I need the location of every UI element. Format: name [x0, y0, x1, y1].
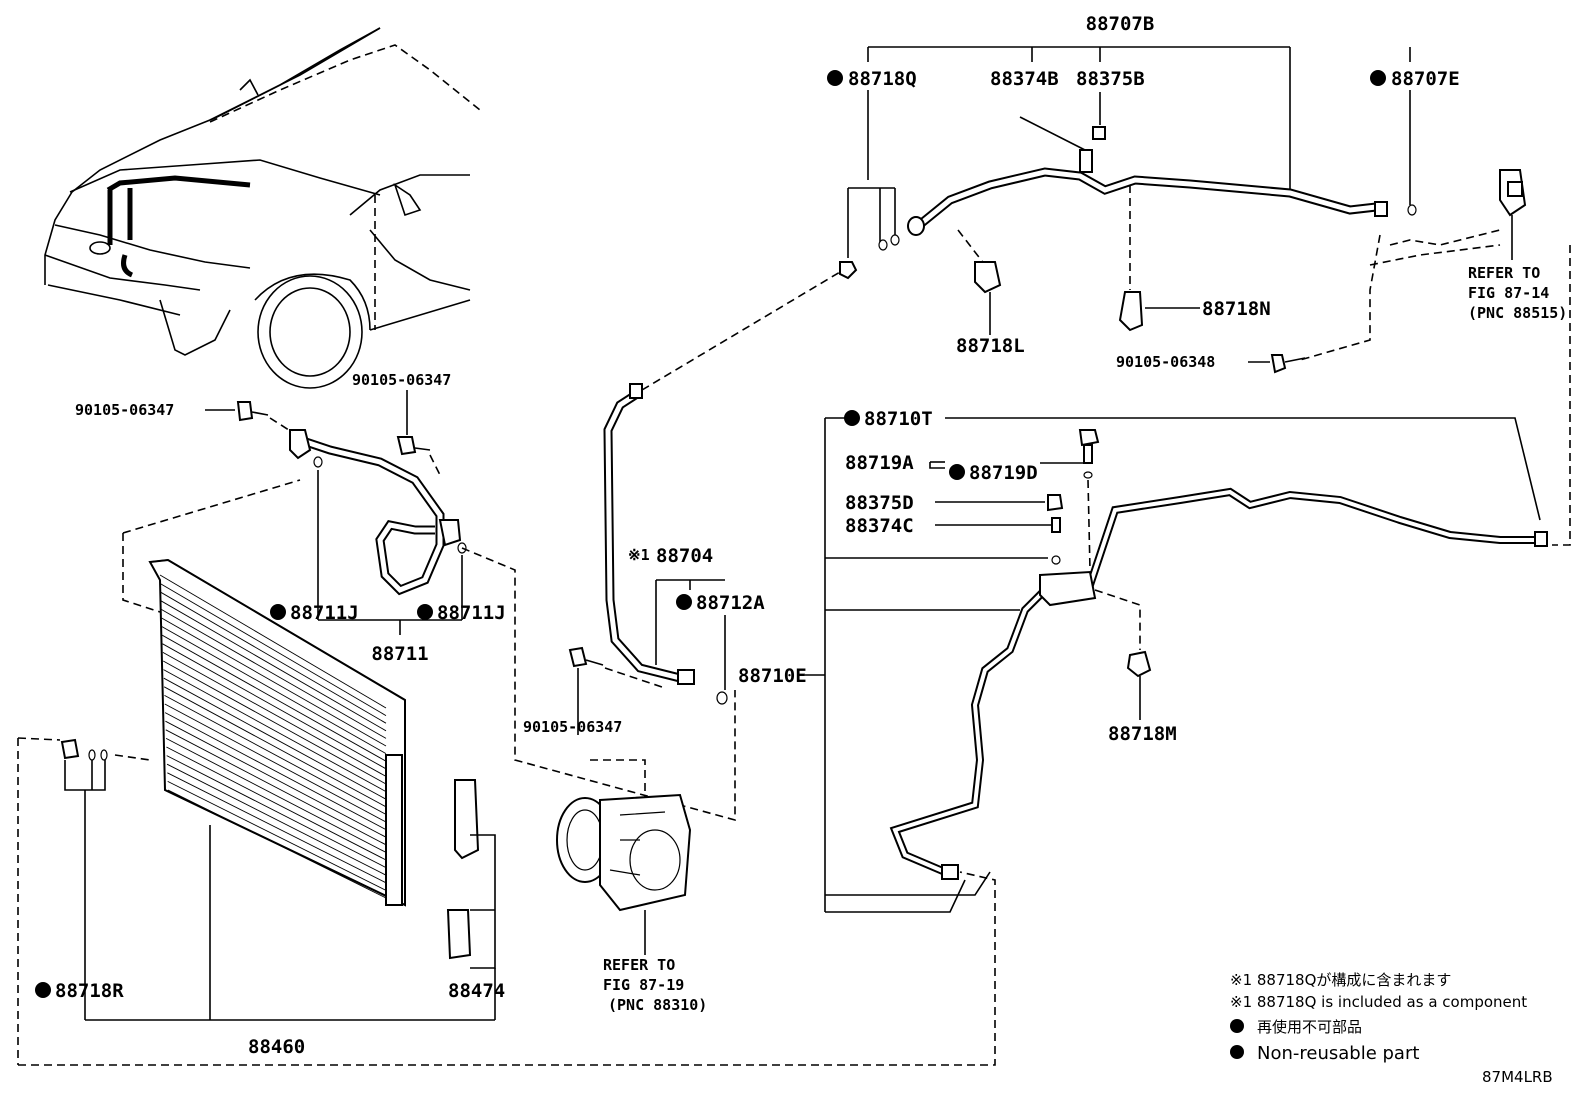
non-reusable-bullet	[1370, 70, 1386, 86]
label-pnc-88310: (PNC 88310)	[608, 996, 707, 1014]
label-88718r: 88718R	[55, 980, 124, 1002]
label-88704: 88704	[656, 545, 713, 567]
label-pnc-88515: (PNC 88515)	[1468, 304, 1567, 322]
lower-pipe-88710	[805, 245, 1571, 913]
legend-bullet	[1230, 1019, 1244, 1033]
label-90105-06348: 90105-06348	[1116, 353, 1215, 371]
label-90105-06347-top: 90105-06347	[352, 371, 451, 389]
label-88719d: 88719D	[969, 462, 1038, 484]
label-90105-06347-left: 90105-06347	[75, 401, 174, 419]
label-88711: 88711	[371, 643, 428, 665]
label-88710t: 88710T	[864, 408, 933, 430]
label-88718n: 88718N	[1202, 298, 1271, 320]
car-front-illustration	[44, 27, 481, 389]
condenser-fin	[162, 652, 387, 777]
condenser-fin	[161, 617, 387, 747]
label-88374b: 88374B	[990, 68, 1059, 90]
condenser-fin	[165, 738, 387, 853]
condenser-fin	[163, 677, 387, 800]
label-88704-mark: ※1	[628, 546, 650, 564]
non-reusable-bullet	[35, 982, 51, 998]
label-88460: 88460	[248, 1036, 305, 1058]
condenser-fin	[164, 695, 387, 815]
upper-pipe-88707b	[839, 46, 1527, 374]
condenser-fin	[166, 746, 387, 861]
non-reusable-bullet	[270, 604, 286, 620]
label-88710e: 88710E	[738, 665, 807, 687]
condenser-fin	[166, 763, 387, 876]
condenser-88460	[17, 479, 996, 1066]
diagram-id: 87M4LRB	[1482, 1068, 1553, 1086]
legend-bullet	[1230, 1045, 1244, 1059]
condenser-fin	[167, 772, 387, 884]
hose-88704	[568, 271, 841, 735]
label-88374c: 88374C	[845, 515, 914, 537]
note-component-jp: ※1 88718Qが構成に含まれます	[1230, 971, 1451, 989]
condenser-fin	[162, 660, 387, 785]
condenser-fin	[164, 703, 387, 823]
label-88712a: 88712A	[696, 592, 765, 614]
label-88375b: 88375B	[1076, 68, 1145, 90]
label-88711j-left: 88711J	[290, 602, 359, 624]
non-reusable-bullet	[844, 410, 860, 426]
condenser-fin	[163, 686, 387, 808]
label-refer-to-2: REFER TO	[603, 956, 675, 974]
condenser-fin	[166, 755, 387, 869]
condenser-fin	[162, 643, 387, 770]
condenser-fin	[160, 600, 387, 732]
label-88707b: 88707B	[1086, 13, 1155, 35]
legend-notes: ※1 88718Qが構成に含まれます ※1 88718Q is included…	[1230, 971, 1553, 1086]
part-labels: 88707B 88718Q 88374B 88375B 88707E REFER…	[35, 13, 1567, 1058]
condenser-fin	[161, 609, 387, 739]
label-fig-87-14: FIG 87-14	[1468, 284, 1549, 302]
label-88718l: 88718L	[956, 335, 1025, 357]
label-88711j-right: 88711J	[437, 602, 506, 624]
non-reusable-bullet	[827, 70, 843, 86]
condenser-fin	[165, 720, 387, 838]
condenser-fin	[167, 780, 387, 891]
condenser-fin	[164, 712, 387, 830]
condenser-fin	[162, 634, 387, 762]
non-reusable-bullet	[949, 464, 965, 480]
label-88375d: 88375D	[845, 492, 914, 514]
note-nonreusable-en: Non-reusable part	[1257, 1043, 1419, 1064]
note-component-en: ※1 88718Q is included as a component	[1230, 993, 1527, 1011]
label-88719a: 88719A	[845, 452, 914, 474]
hose-88711	[205, 390, 736, 822]
label-88707e: 88707E	[1391, 68, 1460, 90]
non-reusable-bullet	[417, 604, 433, 620]
condenser-fins	[159, 574, 387, 899]
note-nonreusable-jp: 再使用不可部品	[1257, 1018, 1362, 1036]
label-88718q: 88718Q	[848, 68, 917, 90]
condenser-fin	[160, 591, 387, 724]
condenser-fin	[160, 583, 387, 716]
condenser-fin	[159, 574, 387, 709]
non-reusable-bullet	[676, 594, 692, 610]
condenser-fin	[165, 729, 387, 846]
label-90105-06347-lower: 90105-06347	[523, 718, 622, 736]
label-88718m: 88718M	[1108, 723, 1177, 745]
condenser-fin	[161, 626, 387, 754]
label-fig-87-19: FIG 87-19	[603, 976, 684, 994]
compressor-88310	[556, 759, 692, 955]
label-refer-to-1: REFER TO	[1468, 264, 1540, 282]
condenser-fin	[163, 669, 387, 792]
label-88474: 88474	[448, 980, 505, 1002]
